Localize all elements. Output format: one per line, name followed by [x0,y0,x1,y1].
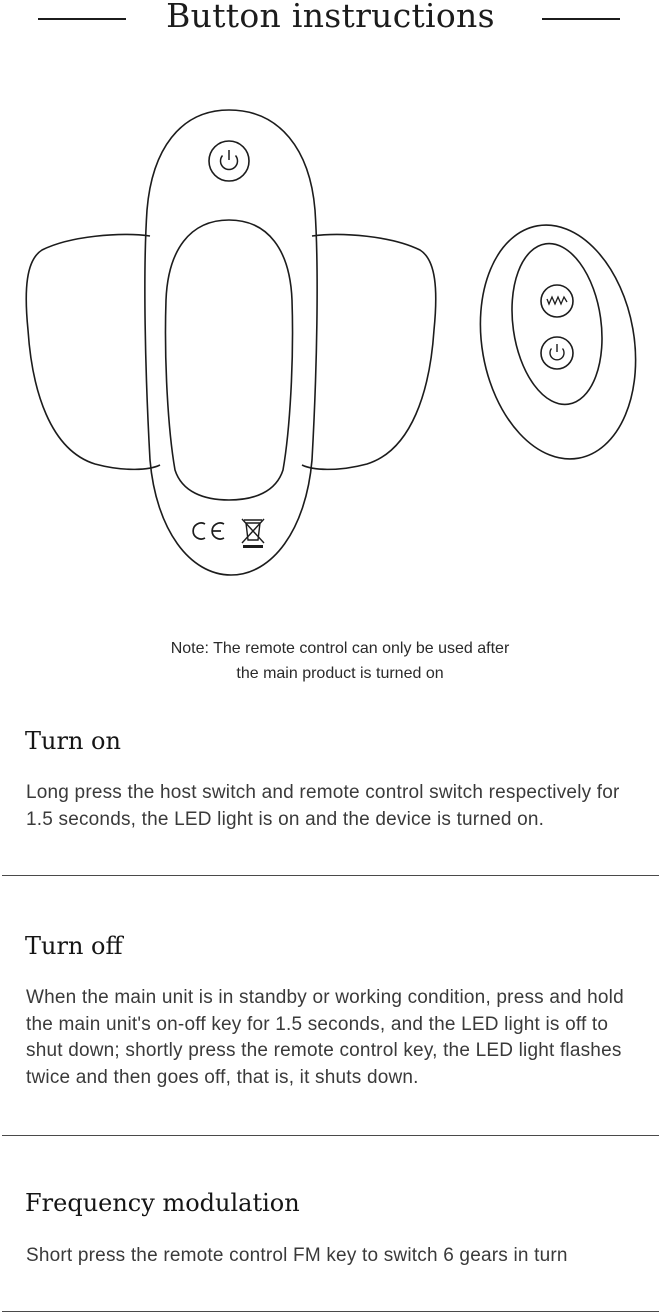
fm-wave-icon [540,284,574,318]
section-divider [2,875,659,876]
page-title: Button instructions [166,0,495,35]
main-unit-body [144,109,318,576]
section-divider [2,1311,659,1312]
section-divider [2,1135,659,1136]
section-body-frequency-modulation: Short press the remote control FM key to… [26,1245,568,1266]
section-heading-frequency-modulation: Frequency modulation [25,1189,300,1217]
title-rule-left [38,18,126,20]
remote-control-button-panel [511,242,603,406]
product-illustration [25,109,637,576]
remote-control-body [479,224,637,460]
main-unit-pad [164,219,294,501]
section-body-turn-on: Long press the host switch and remote co… [26,782,620,830]
main-power-icon [208,140,250,182]
section-body-turn-off: When the main unit is in standby or work… [26,987,624,1088]
note-text: Note: The remote control can only be use… [80,636,600,686]
ce-mark-icon [192,522,225,540]
left-wing [25,233,161,471]
weee-bin-icon [241,518,265,548]
right-wing [301,233,437,471]
title-rule-right [542,18,620,20]
note-line-1: Note: The remote control can only be use… [170,640,510,657]
page-header: Button instructions [0,0,661,40]
section-heading-turn-off: Turn off [25,932,123,960]
section-heading-turn-on: Turn on [25,727,121,755]
note-line-2: the main product is turned on [236,665,444,682]
remote-power-icon [540,336,574,370]
